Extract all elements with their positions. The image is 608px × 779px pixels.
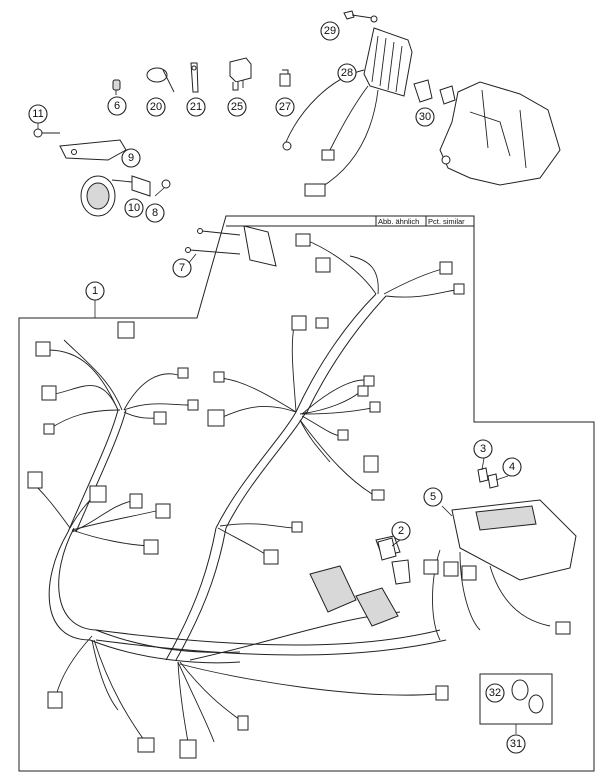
callout-11: 11	[28, 104, 48, 124]
svg-text:3: 3	[480, 443, 486, 455]
callout-21: 21	[186, 97, 206, 117]
callout-4: 4	[502, 457, 522, 477]
harness-frame	[18, 215, 595, 772]
callout-20: 20	[146, 97, 166, 117]
callout-28: 28	[337, 63, 357, 83]
tag-label-left: Abb. ähnlich	[378, 217, 419, 226]
svg-text:10: 10	[128, 202, 140, 214]
callout-10: 10	[124, 198, 144, 218]
callout-7: 7	[172, 258, 192, 278]
svg-text:20: 20	[150, 101, 162, 113]
leader-lines	[37, 123, 517, 734]
svg-text:28: 28	[341, 67, 353, 79]
svg-text:30: 30	[419, 111, 431, 123]
callout-31: 31	[506, 734, 526, 754]
part-6-plug	[112, 79, 121, 95]
part-8-nut	[161, 179, 171, 189]
part-1-wiring-harness	[27, 233, 465, 759]
part-5-ecu	[423, 499, 577, 641]
svg-text:4: 4	[509, 461, 515, 473]
part-7-screws	[185, 225, 277, 267]
callout-5: 5	[423, 487, 443, 507]
part-28-regulator	[282, 27, 413, 197]
callout-30: 30	[415, 107, 435, 127]
part-4-clip	[487, 473, 499, 489]
part-10-horn	[80, 175, 151, 217]
callout-2: 2	[391, 521, 411, 541]
callout-27: 27	[275, 97, 295, 117]
svg-text:5: 5	[430, 491, 436, 503]
svg-text:2: 2	[398, 525, 404, 537]
svg-text:6: 6	[114, 100, 120, 112]
callout-8: 8	[145, 203, 165, 223]
part-20-cable-tie	[146, 67, 175, 93]
svg-text:1: 1	[92, 285, 98, 297]
part-30-clips	[413, 79, 456, 105]
callout-9: 9	[121, 148, 141, 168]
part-2-connector	[377, 537, 397, 561]
callout-29: 29	[320, 21, 340, 41]
svg-text:8: 8	[152, 207, 158, 219]
callout-32: 32	[485, 683, 505, 703]
svg-text:31: 31	[510, 738, 522, 750]
svg-text:29: 29	[324, 25, 336, 37]
svg-text:9: 9	[128, 152, 134, 164]
part-11-screw	[33, 128, 60, 138]
svg-text:25: 25	[231, 101, 243, 113]
part-3-clip	[477, 467, 489, 483]
svg-text:32: 32	[489, 687, 501, 699]
part-27-fuse	[279, 69, 291, 87]
callout-1: 1	[85, 281, 105, 301]
svg-text:11: 11	[32, 108, 43, 120]
svg-text:27: 27	[279, 101, 291, 113]
svg-text:7: 7	[179, 262, 185, 274]
part-32-grommets	[511, 679, 544, 714]
callout-3: 3	[473, 439, 493, 459]
part-30-bracket	[439, 81, 561, 186]
part-29-bolt	[343, 10, 378, 23]
part-9-horn-bracket	[59, 139, 127, 161]
callout-6: 6	[107, 96, 127, 116]
part-25-relay	[229, 57, 252, 91]
part-21-strap-clip	[190, 62, 199, 93]
tag-label-right: Pct. similar	[428, 217, 465, 226]
callout-25: 25	[227, 97, 247, 117]
svg-text:21: 21	[190, 101, 202, 113]
